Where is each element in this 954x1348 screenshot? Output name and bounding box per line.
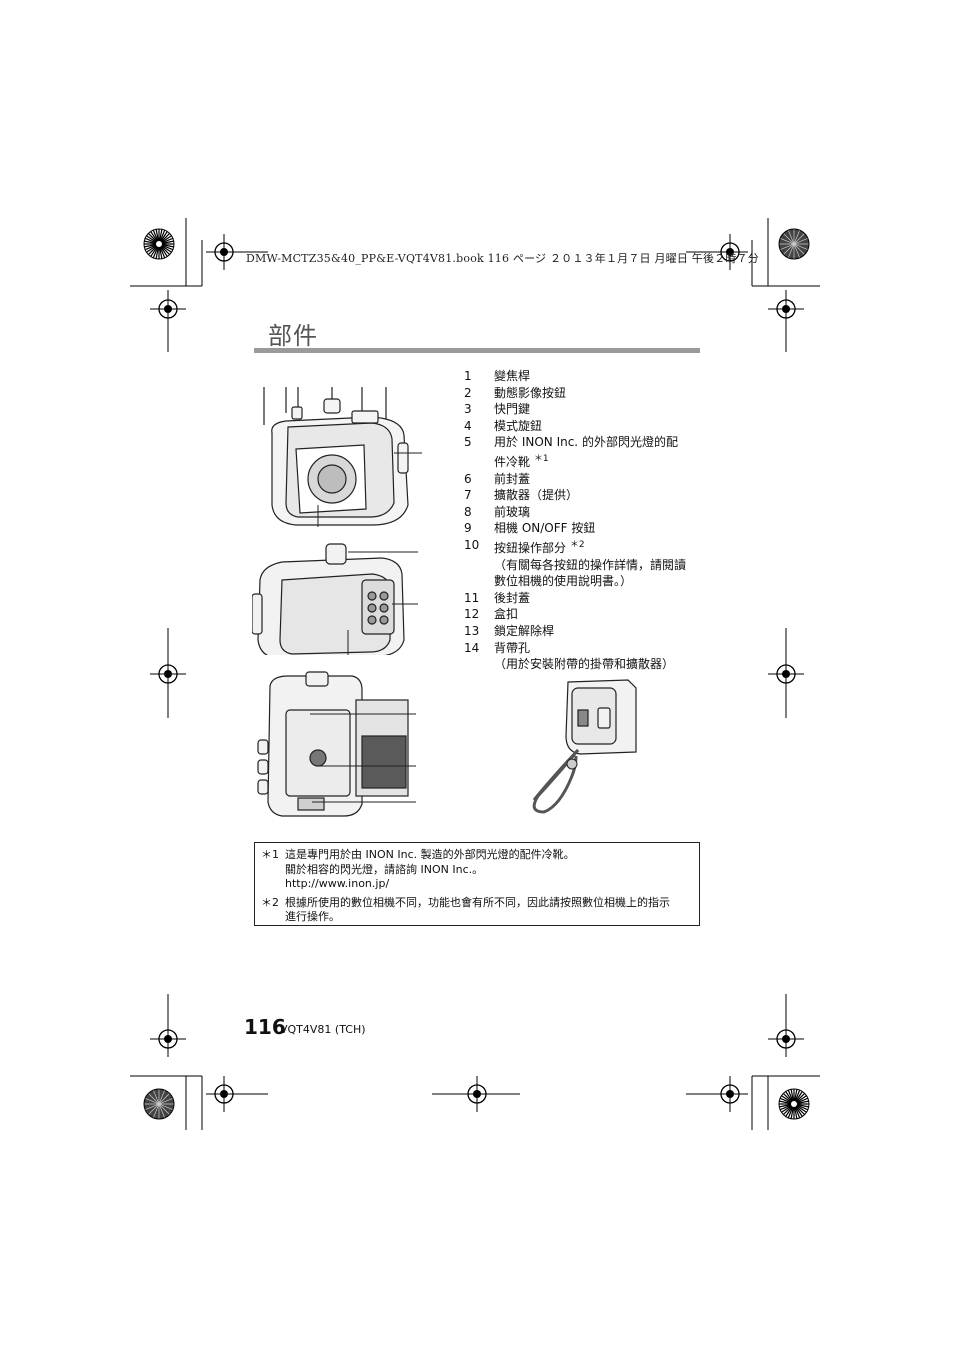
book-info-header: DMW-MCTZ35&40_PP&E-VQT4V81.book 116 ページ … [246, 252, 759, 265]
list-item-sub: 數位相機的使用說明書。） [494, 574, 633, 589]
item-number: 8 [464, 504, 472, 519]
item-label: 動態影像按鈕 [494, 385, 567, 400]
list-item: 4 模式旋鈕 [464, 418, 686, 435]
footnote-text: 根據所使用的數位相機不同，功能也會有所不同，因此請按照數位相機上的指示 [285, 895, 670, 909]
item-number: 14 [464, 640, 480, 655]
item-number: 4 [464, 418, 472, 433]
footnote-text: 進行操作。 [285, 910, 340, 923]
list-item: 3 快門鍵 [464, 401, 686, 418]
item-number: 5 [464, 435, 472, 450]
item-label: 盒扣 [494, 607, 519, 622]
item-label: 模式旋鈕 [494, 418, 543, 433]
item-number: 7 [464, 488, 472, 503]
item-number: 2 [464, 385, 472, 400]
list-item: 12 盒扣 [464, 606, 686, 623]
document-code: VQT4V81 (TCH) [280, 1023, 366, 1036]
title-rule [254, 348, 700, 353]
item-label: 變焦桿 [494, 369, 531, 383]
item-number: 13 [464, 623, 480, 638]
item-number: 10 [464, 537, 480, 552]
footnote: ＊2 根據所使用的數位相機不同，功能也會有所不同，因此請按照數位相機上的指示 進… [255, 896, 699, 925]
list-item-continuation: 件冷靴 ＊1 [464, 451, 686, 471]
list-item: 10 按鈕操作部分 ＊2 [464, 537, 686, 557]
footnotes-box: ＊1 這是專門用於由 INON Inc. 製造的外部閃光燈的配件冷靴。 關於相容… [254, 842, 700, 926]
item-number: 9 [464, 521, 472, 536]
list-item: 6 前封蓋 [464, 471, 686, 488]
strap-detail-illustration [532, 679, 637, 814]
list-item: 7 擴散器（提供） [464, 487, 686, 504]
page-title: 部件 [268, 322, 318, 350]
item-label: 背帶孔 [494, 640, 531, 655]
list-item: 1 變焦桿 [464, 368, 686, 385]
item-label: 前玻璃 [494, 504, 531, 519]
item-label: 鎖定解除桿 [494, 623, 555, 638]
list-item: 8 前玻璃 [464, 504, 686, 521]
list-item-sub: （有關每各按鈕的操作詳情，請閱讀 [494, 557, 687, 572]
item-label: 相機 ON/OFF 按鈕 [494, 521, 596, 536]
item-number: 1 [464, 369, 472, 383]
footnote-mark: ＊1 [533, 453, 549, 464]
footnote: ＊1 這是專門用於由 INON Inc. 製造的外部閃光燈的配件冷靴。 關於相容… [255, 848, 699, 892]
case-rear-illustration [257, 671, 416, 817]
footnote-mark: ＊2 [569, 539, 585, 550]
footnote-text: 這是專門用於由 INON Inc. 製造的外部閃光燈的配件冷靴。 [285, 848, 575, 861]
item-label: 按鈕操作部分 [494, 540, 567, 555]
item-label: 前封蓋 [494, 471, 531, 486]
item-label: 後封蓋 [494, 590, 531, 605]
list-item: 14 背帶孔 [464, 640, 686, 657]
item-label-cont: 件冷靴 [494, 454, 531, 469]
item-number: 12 [464, 607, 480, 622]
footnote-text: 關於相容的閃光燈，請諮詢 INON Inc.。 [285, 862, 484, 876]
list-item: 5 用於 INON Inc. 的外部閃光燈的配 [464, 434, 686, 451]
list-item-sub: （用於安裝附帶的掛帶和擴散器） [494, 657, 675, 672]
list-item: 9 相機 ON/OFF 按鈕 [464, 520, 686, 537]
list-item: 13 鎖定解除桿 [464, 623, 686, 640]
footnote-link[interactable]: http://www.inon.jp/ [285, 877, 390, 890]
item-number: 6 [464, 471, 472, 486]
item-number: 11 [464, 590, 480, 605]
item-label: 用於 INON Inc. 的外部閃光燈的配 [494, 435, 678, 450]
list-item: 11 後封蓋 [464, 590, 686, 607]
footnote-mark: ＊1 [261, 848, 279, 861]
item-number: 3 [464, 402, 472, 417]
page-number: 116 [244, 1015, 286, 1039]
item-label: 擴散器（提供） [494, 488, 579, 503]
case-side-illustration [252, 543, 418, 655]
case-front-illustration [263, 387, 422, 527]
parts-list: 1 變焦桿 2 動態影像按鈕 3 快門鍵 4 模式旋鈕 5 用於 INON Inc. 的外… [464, 368, 686, 673]
item-label: 快門鍵 [494, 402, 531, 417]
list-item: 2 動態影像按鈕 [464, 385, 686, 402]
footnote-mark: ＊2 [261, 895, 279, 909]
